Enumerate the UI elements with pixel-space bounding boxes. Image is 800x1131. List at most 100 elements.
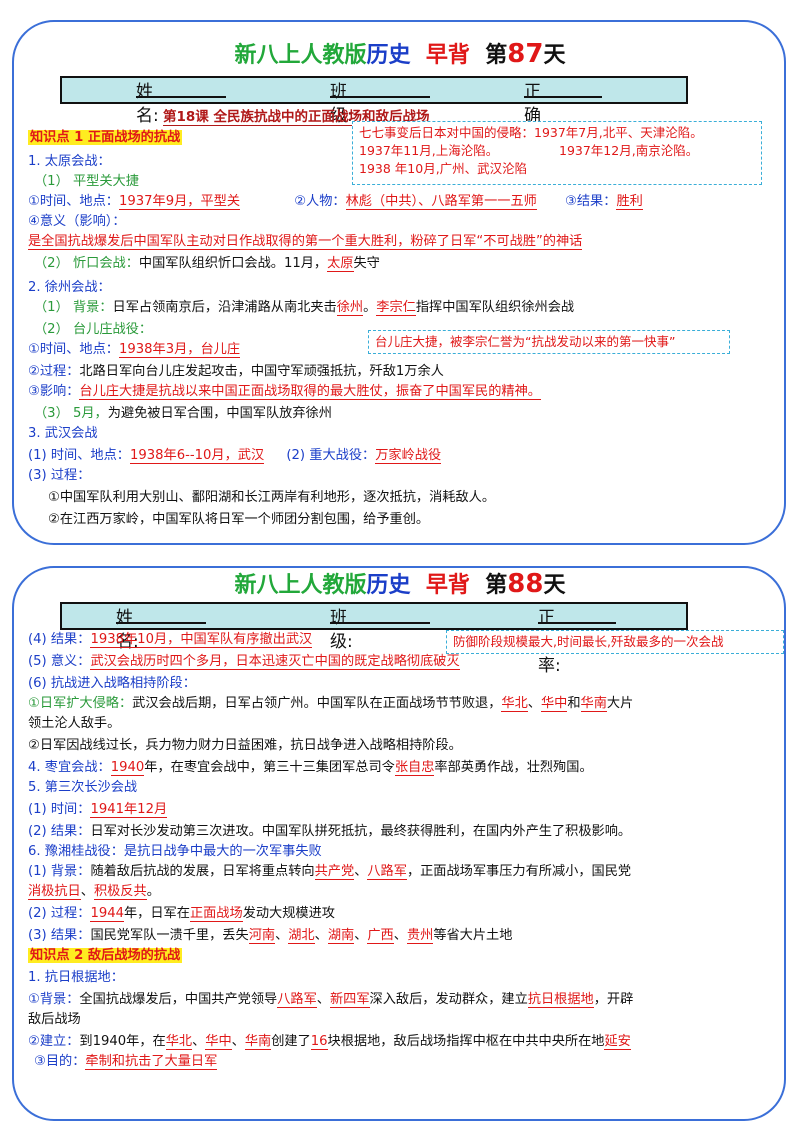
section-yuxianggui: 6. 豫湘桂战役：是抗日战争中最大的一次军事失败 <box>28 844 322 859</box>
text: 中国军队组织忻口会战。11月， <box>138 256 328 271</box>
text: 武汉会战后期，日军占领广州。中国军队在正面战场节节败退， <box>132 696 502 711</box>
text: ，开辟 <box>593 992 634 1007</box>
label: (2) 过程： <box>28 906 91 921</box>
label: ②过程： <box>28 364 80 379</box>
xuzhou-background: （1） 背景：日军占领南京后，沿津浦路从南北夹击徐州。李宗仁指挥中国军队组织徐州… <box>34 298 574 318</box>
yuxianggui-result: (3) 结果：国民党军队一溃千里，丢失河南、湖北、湖南、广西、贵州等省大片土地 <box>28 926 512 946</box>
changsha-time: (1) 时间：1941年12月 <box>28 800 168 820</box>
label: (1) 时间： <box>28 802 91 817</box>
stalemate-1-cont: 领土沦人敌手。 <box>28 716 121 731</box>
title-di: 第 <box>485 43 508 68</box>
answer: 湖南 <box>327 928 355 944</box>
taierzhuang-heading: （2） 台儿庄战役： <box>34 322 153 337</box>
text: 全国抗战爆发后，中国共产党领导 <box>79 992 278 1007</box>
label: ①日军扩大侵略： <box>28 696 133 711</box>
section-base-areas: 1. 抗日根据地： <box>28 970 124 985</box>
title-morning: 早背 <box>425 573 470 598</box>
answer: 1940 <box>110 760 145 776</box>
taierzhuang-process: ②过程：北路日军向台儿庄发起攻击，中国守军顽强抵抗，歼敌1万余人 <box>28 362 444 382</box>
base-background: ①背景：全国抗战爆发后，中国共产党领导八路军、新四军深入敌后，发动群众，建立抗日… <box>28 990 633 1010</box>
text: 日军占领南京后，沿津浦路从南北夹击 <box>112 300 337 315</box>
title-morning: 早背 <box>425 43 470 68</box>
base-establish: ②建立：到1940年，在华北、华中、华南创建了16块根据地，敌后战场指挥中枢在中… <box>28 1032 631 1052</box>
pingxingguan-facts: ①时间、地点：1937年9月，平型关 ②人物：林彪（中共）、八路军第一一五师 ③… <box>28 192 643 212</box>
text: 发动大规模进攻 <box>242 906 335 921</box>
label: ③影响： <box>28 384 80 399</box>
name-field[interactable] <box>136 80 226 98</box>
stalemate-heading: (6) 抗战进入战略相持阶段： <box>28 676 196 691</box>
note-seg: 1937年11月,上海沦陷。 <box>359 143 499 158</box>
text: 失守 <box>353 256 380 271</box>
text: 、 <box>192 1034 206 1049</box>
kp2-heading: 知识点 2 敌后战场的抗战 <box>28 946 183 966</box>
text: 日军对长沙发动第三次进攻。中国军队拼死抵抗，最终获得胜利，在国内外产生了积极影响… <box>90 824 632 839</box>
answer: 正面战场 <box>189 906 243 922</box>
sheet-day88-title: 新八上人教版历史 早背 第88天 <box>0 570 800 600</box>
answer: 河南 <box>248 928 276 944</box>
text: ，正面战场军事压力有所减小，国民党 <box>406 864 632 879</box>
sheet-day88-frame <box>12 566 786 1121</box>
text: 等省大片土地 <box>433 928 513 943</box>
title-subject: 历史 <box>366 573 411 598</box>
text: 。 <box>146 884 160 899</box>
base-purpose: ③目的：牵制和抗击了大量日军 <box>34 1052 218 1072</box>
section-wuhan: 3. 武汉会战 <box>28 426 98 441</box>
label: ②人物： <box>294 194 346 209</box>
label: (1) 背景： <box>28 864 91 879</box>
base-background-cont: 敌后战场 <box>28 1012 81 1027</box>
answer: 是全国抗战爆发后中国军队主动对日作战取得的第一个重大胜利，粉碎了日军“不可战胜”… <box>28 234 583 250</box>
answer: 共产党 <box>314 864 355 880</box>
student-info-bar: 姓名: 班级: 正确率: <box>60 602 688 676</box>
accuracy-field[interactable] <box>538 606 616 624</box>
text: 深入敌后，发动群众，建立 <box>369 992 528 1007</box>
changsha-result: (2) 结果：日军对长沙发动第三次进攻。中国军队拼死抵抗，最终获得胜利，在国内外… <box>28 822 631 842</box>
text: 大片 <box>606 696 634 711</box>
day-number: 88 <box>507 569 544 599</box>
sheet-day87-title: 新八上人教版历史 早背 第87天 <box>0 40 800 70</box>
answer: 徐州 <box>336 300 364 316</box>
answer: 抗日根据地 <box>527 992 594 1008</box>
answer: 武汉会战历时四个多月，日本迅速灭亡中国的既定战略彻底破灭 <box>90 654 460 670</box>
title-edition: 新八上人教版 <box>234 43 367 68</box>
answer: 台儿庄大捷是抗战以来中国正面战场取得的最大胜仗，振奋了中国军民的精神。 <box>79 384 541 400</box>
text: 、 <box>275 928 289 943</box>
kp1-label: 知识点 1 正面战场的抗战 <box>28 130 183 145</box>
label: (1) 时间、地点： <box>28 448 130 463</box>
meaning-answer: 是全国抗战爆发后中国军队主动对日作战取得的第一个重大胜利，粉碎了日军“不可战胜”… <box>28 232 583 252</box>
taierzhuang-effect: ③影响：台儿庄大捷是抗战以来中国正面战场取得的最大胜仗，振奋了中国军民的精神。 <box>28 382 541 402</box>
label: （3） 5月， <box>34 406 108 421</box>
text: 年，在枣宜会战中，第三十三集团军总司令 <box>144 760 395 775</box>
answer: 积极反共 <box>93 884 147 900</box>
answer: 消极抗日 <box>28 884 81 900</box>
section-xuzhou: 2. 徐州会战： <box>28 280 111 295</box>
answer: 太原 <box>327 256 354 272</box>
text: 、 <box>527 696 541 711</box>
name-field[interactable] <box>116 606 206 624</box>
zaoyi-row: 4. 枣宜会战：1940年，在枣宜会战中，第三十三集团军总司令张自忠率部英勇作战… <box>28 758 593 778</box>
title-tian: 天 <box>543 43 566 68</box>
title-edition: 新八上人教版 <box>234 573 367 598</box>
answer: 1938年3月，台儿庄 <box>118 342 241 358</box>
yuxianggui-background-cont: 消极抗日、积极反共。 <box>28 882 160 902</box>
xinkou-row: （2） 忻口会战：中国军队组织忻口会战。11月，太原失守 <box>34 254 380 274</box>
class-field[interactable] <box>330 606 430 624</box>
label: ①时间、地点： <box>28 194 119 209</box>
label: (3) 结果： <box>28 928 91 943</box>
answer: 胜利 <box>616 194 643 210</box>
class-field[interactable] <box>330 80 430 98</box>
label: ③结果： <box>565 194 617 209</box>
answer: 华中 <box>205 1034 232 1050</box>
text: 、 <box>80 884 94 899</box>
label: （2） 忻口会战： <box>34 256 139 271</box>
wuhan-process-2: ②在江西万家岭，中国军队将日军一个师团分割包围，给予重创。 <box>48 512 430 527</box>
note-line: 1938 年10月,广州、武汉沦陷 <box>359 161 528 176</box>
answer: 新四军 <box>329 992 370 1008</box>
answer: 八路军 <box>277 992 317 1008</box>
yuxianggui-process: (2) 过程：1944年，日军在正面战场发动大规模进攻 <box>28 904 335 924</box>
answer: 万家岭战役 <box>375 448 442 464</box>
accuracy-field[interactable] <box>524 80 602 98</box>
text: 。 <box>363 300 377 315</box>
answer: 广西 <box>367 928 394 944</box>
sheet-day87-frame <box>12 20 786 545</box>
label: (2) 结果： <box>28 824 91 839</box>
